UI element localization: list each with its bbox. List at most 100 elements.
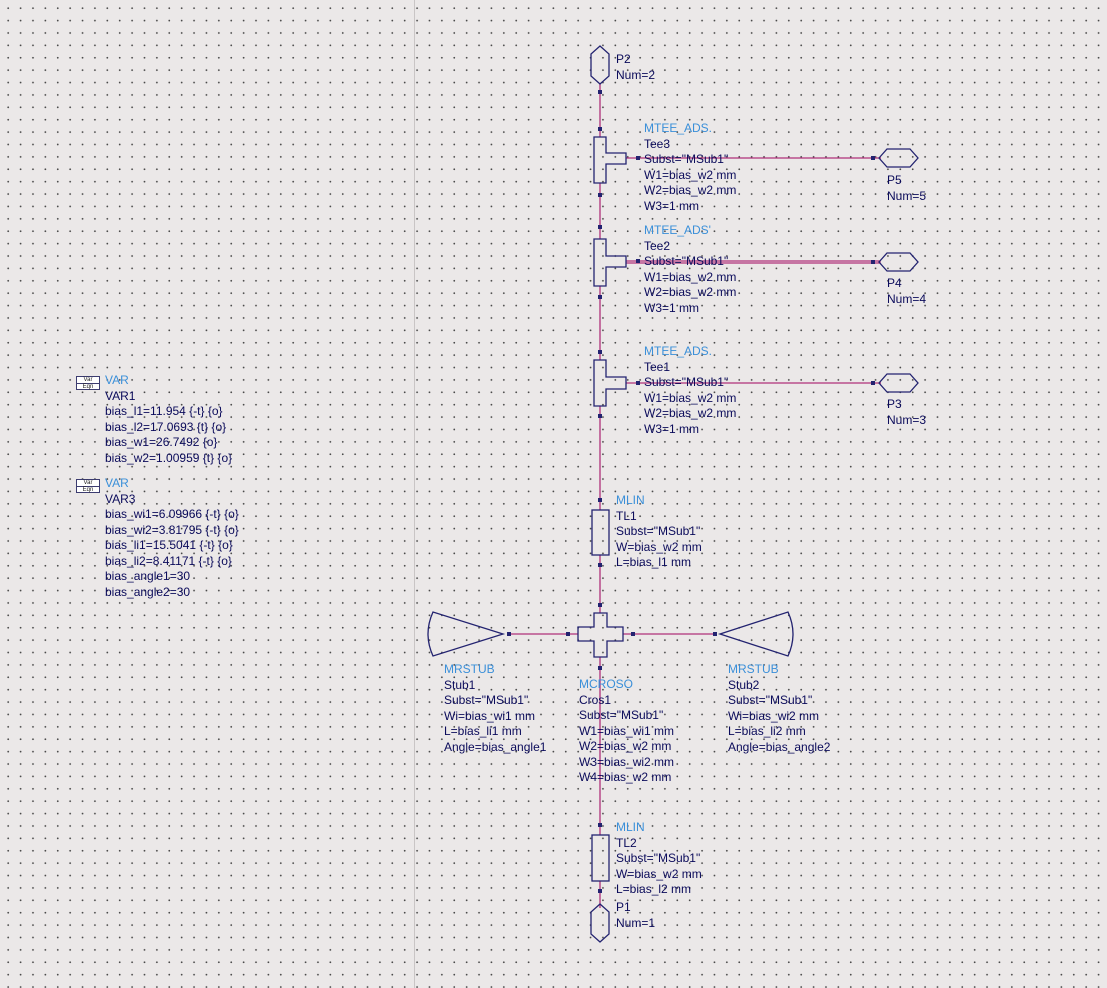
tl2-symbol[interactable]: [591, 834, 610, 882]
pin-dots: [507, 90, 875, 893]
var1-param: bias_l2=17.0693 {t} {o}: [105, 419, 227, 434]
port-num: Num=5: [887, 188, 927, 203]
port-name: P1: [616, 900, 631, 914]
component-type: MRSTUB: [444, 662, 495, 676]
port-p2-symbol[interactable]: [590, 45, 610, 85]
component-name: Tee3: [644, 136, 671, 151]
component-name: Tee2: [644, 238, 671, 253]
component-param: Subst="MSub1": [444, 693, 529, 707]
stub1-symbol[interactable]: [427, 611, 506, 657]
component-name: TL2: [616, 835, 637, 850]
tee3-symbol[interactable]: [593, 136, 627, 184]
var1-type: VAR: [105, 373, 129, 387]
page-divider: [414, 0, 415, 988]
var3-param: bias_li2=8.41171 {-t} {o}: [105, 553, 232, 568]
port-p3-symbol[interactable]: [878, 373, 919, 393]
port-name: P3: [887, 397, 902, 411]
tee2-label: MTEE_ADS' Tee2 Subst="MSub1" W1=bias_w2 …: [644, 223, 736, 316]
component-param: Subst="MSub1": [644, 152, 729, 166]
component-param: W2=bias_w2 mm: [644, 406, 737, 420]
tee1-label: MTEE_ADS. Tee1 Subst="MSub1" W1=bias_w2 …: [644, 344, 736, 437]
var3-param: bias_angle1=30: [105, 569, 191, 583]
port-p5-label: P5 Num=5: [887, 173, 926, 204]
tl1-symbol[interactable]: [591, 509, 610, 556]
component-param: W1=bias_w2 mm: [644, 167, 737, 182]
component-param: W1=bias_wi1 mm: [579, 723, 675, 738]
component-name: Stub2: [728, 677, 760, 692]
component-param: W3=1 mm: [644, 198, 700, 213]
component-param: Subst="MSub1": [616, 524, 701, 538]
cross-symbol[interactable]: [577, 612, 624, 658]
port-name: P2: [616, 52, 631, 66]
port-p1-symbol[interactable]: [590, 903, 610, 943]
component-param: Subst="MSub1": [728, 693, 813, 707]
component-param: L=bias_l1 mm: [616, 555, 692, 569]
var1-param: bias_w2=1.00959 {t} {o}: [105, 450, 233, 465]
var3-type: VAR: [105, 476, 129, 490]
var3-name: VAR3: [105, 491, 136, 506]
component-param: W1=bias_w2 mm: [644, 269, 737, 284]
port-p4-symbol[interactable]: [878, 252, 919, 272]
component-type: MTEE_ADS.: [644, 344, 713, 358]
var3-param: bias_li1=15.5041 {-t} {o}: [105, 538, 233, 552]
var1-label[interactable]: VAR VAR1 bias_l1=11.954 {-t} {o} bias_l2…: [105, 373, 232, 466]
var1-param: bias_w1=26.7492 {o}: [105, 435, 218, 449]
stub2-symbol[interactable]: [717, 611, 794, 657]
component-param: W3=bias_wi2 mm: [579, 754, 675, 769]
port-p5-symbol[interactable]: [878, 148, 919, 168]
component-param: W=bias_w2 mm: [616, 866, 702, 881]
port-name: P5: [887, 173, 902, 187]
component-param: Subst="MSub1": [579, 708, 664, 722]
component-param: Subst="MSub1": [644, 254, 729, 268]
component-param: W1=bias_w2 mm: [644, 390, 737, 405]
port-p1-label: P1 Num=1: [616, 900, 655, 931]
component-type: MCROSO: [579, 677, 633, 691]
component-type: MLIN: [616, 820, 645, 834]
component-name: Tee1: [644, 359, 671, 374]
component-type: MTEE_ADS.: [644, 121, 713, 135]
port-num: Num=4: [887, 291, 927, 306]
component-param: L=bias_li2 mm: [728, 724, 806, 738]
component-param: Subst="MSub1": [616, 851, 701, 865]
component-param: L=bias_l2 mm: [616, 882, 692, 896]
component-param: Subst="MSub1": [644, 375, 729, 389]
component-type: MLIN: [616, 493, 645, 507]
component-param: L=bias_li1 mm: [444, 724, 522, 738]
component-type: MTEE_ADS': [644, 223, 711, 237]
component-name: Stub1: [444, 677, 476, 692]
var1-name: VAR1: [105, 388, 136, 403]
component-param: Wi=bias_wi2 mm: [728, 708, 820, 723]
tl1-label: MLIN TL1 Subst="MSub1" W=bias_w2 mm L=bi…: [616, 493, 702, 571]
tee2-symbol[interactable]: [593, 238, 627, 287]
tee3-label: MTEE_ADS. Tee3 Subst="MSub1" W1=bias_w2 …: [644, 121, 736, 214]
port-num: Num=3: [887, 412, 927, 427]
tee1-symbol[interactable]: [593, 359, 627, 407]
var1-param: bias_l1=11.954 {-t} {o}: [105, 404, 223, 418]
component-param: W2=bias_w2 mm: [644, 183, 737, 197]
component-param: Wi=bias_wi1 mm: [444, 708, 536, 723]
stub1-label: MRSTUB Stub1 Subst="MSub1" Wi=bias_wi1 m…: [444, 662, 546, 755]
port-name: P4: [887, 276, 902, 290]
port-num: Num=1: [616, 915, 656, 930]
component-param: W3=1 mm: [644, 421, 700, 436]
component-param: W=bias_w2 mm: [616, 539, 702, 554]
var3-label[interactable]: VAR VAR3 bias_wi1=6.09966 {-t} {o} bias_…: [105, 476, 239, 600]
port-p2-label: P2 Num=2: [616, 52, 655, 83]
component-param: W4=bias_w2 mm: [579, 770, 672, 784]
component-param: W3=1 mm: [644, 300, 700, 315]
var3-param: bias_wi2=3.81795 {-t} {o}: [105, 522, 239, 537]
component-name: Cros1: [579, 692, 612, 707]
component-name: TL1: [616, 508, 637, 523]
component-param: Angle=bias_angle1: [444, 739, 547, 754]
port-p3-label: P3 Num=3: [887, 397, 926, 428]
tl2-label: MLIN TL2 Subst="MSub1" W=bias_w2 mm L=bi…: [616, 820, 702, 898]
stub2-label: MRSTUB Stub2 Subst="MSub1" Wi=bias_wi2 m…: [728, 662, 830, 755]
component-type: MRSTUB: [728, 662, 779, 676]
var3-param: bias_wi1=6.09966 {-t} {o}: [105, 507, 239, 521]
port-p4-label: P4 Num=4: [887, 276, 926, 307]
component-param: W2=bias_w2 mm: [579, 739, 672, 753]
component-param: Angle=bias_angle2: [728, 739, 831, 754]
